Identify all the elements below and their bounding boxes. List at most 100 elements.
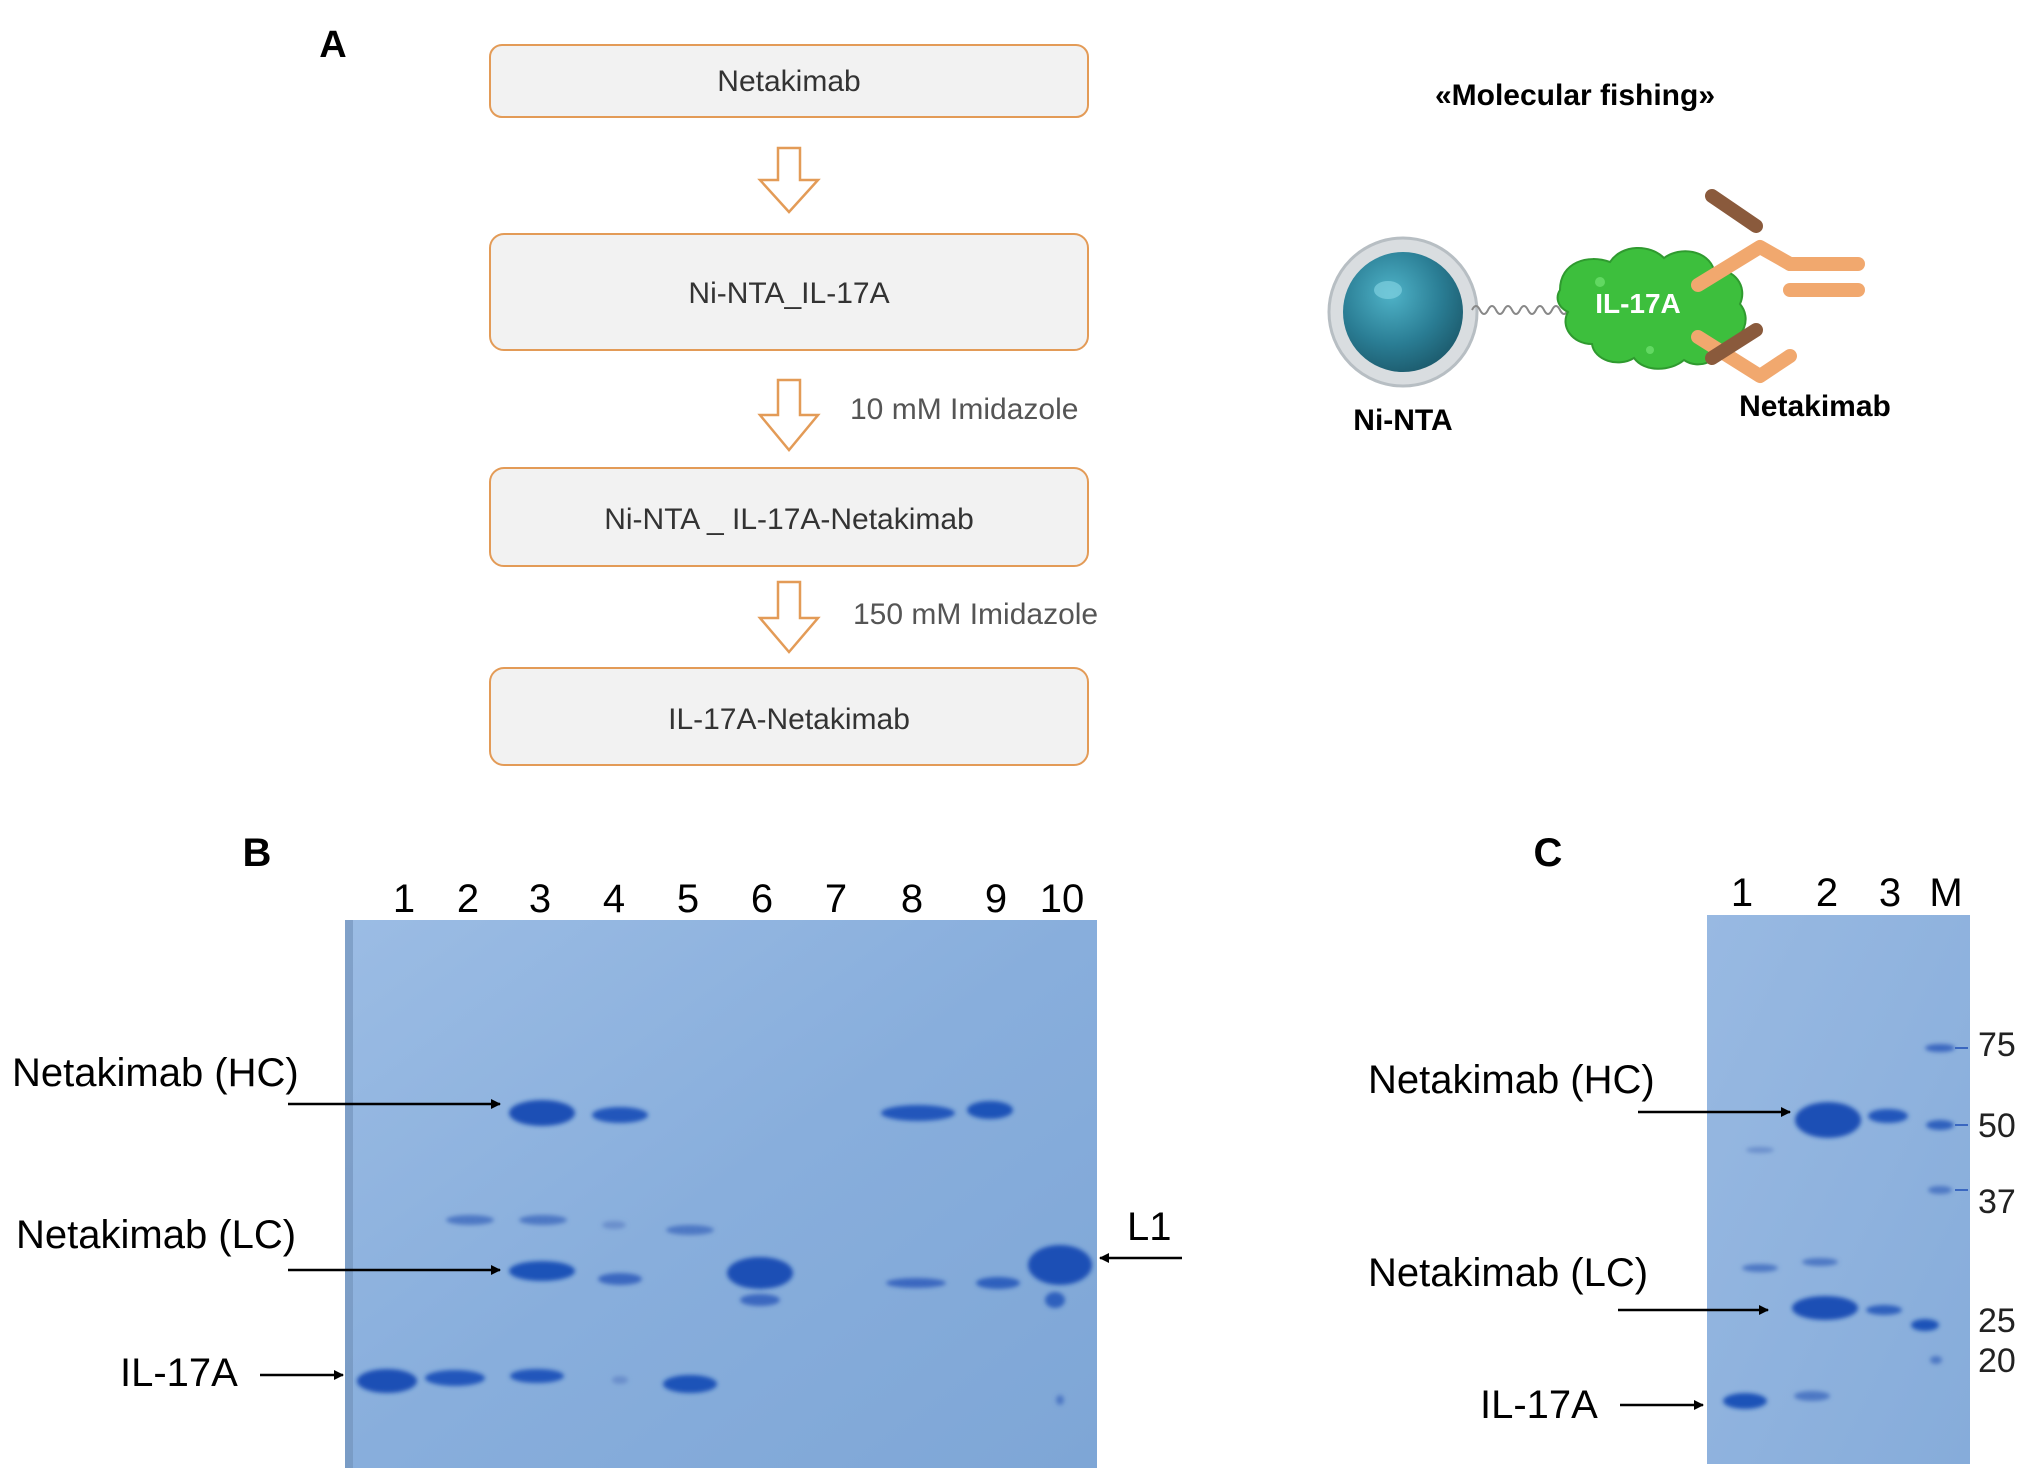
gel-b-il17a-label: IL-17A xyxy=(120,1351,238,1395)
gel-band xyxy=(1926,1120,1954,1130)
gel-band xyxy=(446,1215,494,1225)
marker-label: 75 xyxy=(1978,1026,2016,1064)
arrow-note-150mm: 150 mM Imidazole xyxy=(853,598,1098,631)
gel-b-hc-label: Netakimab (HC) xyxy=(12,1051,299,1095)
flow-step-3-label: Ni-NTA _ IL-17A-Netakimab xyxy=(604,503,974,536)
flow-arrow-2 xyxy=(757,378,821,452)
panel-b: B 1 2 3 4 5 6 7 8 9 10 xyxy=(12,831,1182,1468)
gel-band xyxy=(663,1375,717,1393)
gel-band xyxy=(881,1105,955,1121)
flow-step-4-label: IL-17A-Netakimab xyxy=(668,703,910,736)
schematic-title: «Molecular fishing» xyxy=(1435,79,1715,112)
gel-band xyxy=(740,1294,780,1306)
gel-band xyxy=(967,1101,1013,1119)
panel-b-letter: B xyxy=(243,831,272,875)
gel-band xyxy=(598,1273,642,1285)
gel-b-lane-number: 3 xyxy=(529,877,551,921)
gel-band xyxy=(1794,1391,1830,1401)
gel-b-bands xyxy=(357,1100,1092,1405)
gel-c-lane-number: 2 xyxy=(1816,871,1838,915)
gel-band xyxy=(1928,1186,1952,1194)
gel-b xyxy=(345,920,1097,1468)
gel-c-arrows xyxy=(1618,1107,1791,1410)
gel-band xyxy=(976,1277,1020,1289)
gel-band xyxy=(510,1369,564,1383)
gel-band xyxy=(1792,1296,1858,1320)
gel-c-lc-label: Netakimab (LC) xyxy=(1368,1251,1648,1295)
ni-nta-label: Ni-NTA xyxy=(1353,404,1452,437)
gel-b-lane-number: 5 xyxy=(677,877,699,921)
flow-step-2: Ni-NTA_IL-17A xyxy=(489,233,1089,351)
gel-b-arrows xyxy=(260,1099,1182,1380)
marker-label: 50 xyxy=(1978,1107,2016,1145)
gel-c-marker-labels: 75 50 37 25 20 xyxy=(1978,1026,2016,1380)
gel-band xyxy=(1911,1319,1939,1331)
netakimab-label: Netakimab xyxy=(1739,390,1891,423)
gel-band xyxy=(1056,1395,1064,1405)
netakimab-antibody-icon xyxy=(1691,189,1865,383)
panel-c-letter: C xyxy=(1534,831,1563,875)
gel-c-lane-number: M xyxy=(1929,871,1962,915)
gel-band xyxy=(1925,1044,1955,1052)
gel-band xyxy=(519,1215,567,1225)
gel-band xyxy=(727,1257,793,1289)
gel-band xyxy=(509,1100,575,1126)
gel-b-band-labels: Netakimab (HC) Netakimab (LC) IL-17A L1 xyxy=(12,1051,1172,1395)
gel-b-lc-label: Netakimab (LC) xyxy=(16,1213,296,1257)
gel-b-lane-number: 9 xyxy=(985,877,1007,921)
gel-b-lane-number: 10 xyxy=(1040,877,1085,921)
gel-band xyxy=(1723,1393,1767,1409)
gel-band xyxy=(602,1221,626,1229)
gel-b-lane-number: 2 xyxy=(457,877,479,921)
gel-band xyxy=(1868,1109,1908,1123)
gel-c-background xyxy=(1707,915,1970,1464)
gel-c-il17a-label: IL-17A xyxy=(1480,1383,1598,1427)
gel-b-l1-label: L1 xyxy=(1127,1205,1172,1249)
il17a-label: IL-17A xyxy=(1595,288,1681,319)
gel-b-lane-numbers: 1 2 3 4 5 6 7 8 9 10 xyxy=(393,877,1084,921)
flow-step-2-label: Ni-NTA_IL-17A xyxy=(688,277,889,310)
panel-c: C 1 2 3 M xyxy=(1368,831,2016,1464)
gel-band xyxy=(1746,1147,1774,1153)
marker-label: 20 xyxy=(1978,1342,2016,1380)
flow-arrow-1 xyxy=(757,146,821,214)
gel-band xyxy=(1045,1292,1065,1308)
flow-step-1: Netakimab xyxy=(489,44,1089,118)
gel-b-lane-number: 6 xyxy=(751,877,773,921)
flow-step-1-label: Netakimab xyxy=(717,65,860,98)
flow-arrow-3 xyxy=(757,580,821,654)
gel-c-lane-numbers: 1 2 3 M xyxy=(1731,871,1963,915)
flow-step-3: Ni-NTA _ IL-17A-Netakimab xyxy=(489,467,1089,567)
gel-c-bands xyxy=(1723,1044,1955,1409)
arrow-note-10mm: 10 mM Imidazole xyxy=(850,393,1078,426)
gel-c-marker-ticks xyxy=(1955,1047,1968,1191)
gel-b-lane-number: 8 xyxy=(901,877,923,921)
gel-c-lane-number: 1 xyxy=(1731,871,1753,915)
panel-a: A Netakimab Ni-NTA_IL-17A Ni-NTA _ IL-17… xyxy=(319,24,1891,766)
molecular-fishing-schematic: «Molecular fishing» Ni-NTA IL-17A xyxy=(1327,79,1891,437)
gel-c-hc-label: Netakimab (HC) xyxy=(1368,1058,1655,1102)
gel-c-band-labels: Netakimab (HC) Netakimab (LC) IL-17A xyxy=(1368,1058,1655,1427)
gel-band xyxy=(1795,1102,1861,1138)
gel-band xyxy=(886,1278,946,1288)
gel-band xyxy=(509,1261,575,1281)
gel-b-lane-number: 1 xyxy=(393,877,415,921)
panel-a-letter: A xyxy=(319,24,346,66)
gel-band xyxy=(612,1376,628,1384)
gel-b-lane-number: 4 xyxy=(603,877,625,921)
gel-c xyxy=(1707,915,1970,1464)
flow-step-4: IL-17A-Netakimab xyxy=(489,667,1089,766)
gel-c-lane-number: 3 xyxy=(1879,871,1901,915)
gel-band xyxy=(1028,1245,1092,1285)
gel-band xyxy=(592,1107,648,1123)
gel-band xyxy=(425,1370,485,1386)
gel-band xyxy=(1802,1258,1838,1266)
gel-b-lane-number: 7 xyxy=(825,877,847,921)
gel-band xyxy=(1866,1305,1902,1315)
gel-band xyxy=(1930,1356,1942,1364)
gel-band xyxy=(666,1225,714,1235)
marker-label: 25 xyxy=(1978,1302,2016,1340)
gel-band xyxy=(357,1369,417,1393)
marker-label: 37 xyxy=(1978,1183,2016,1221)
